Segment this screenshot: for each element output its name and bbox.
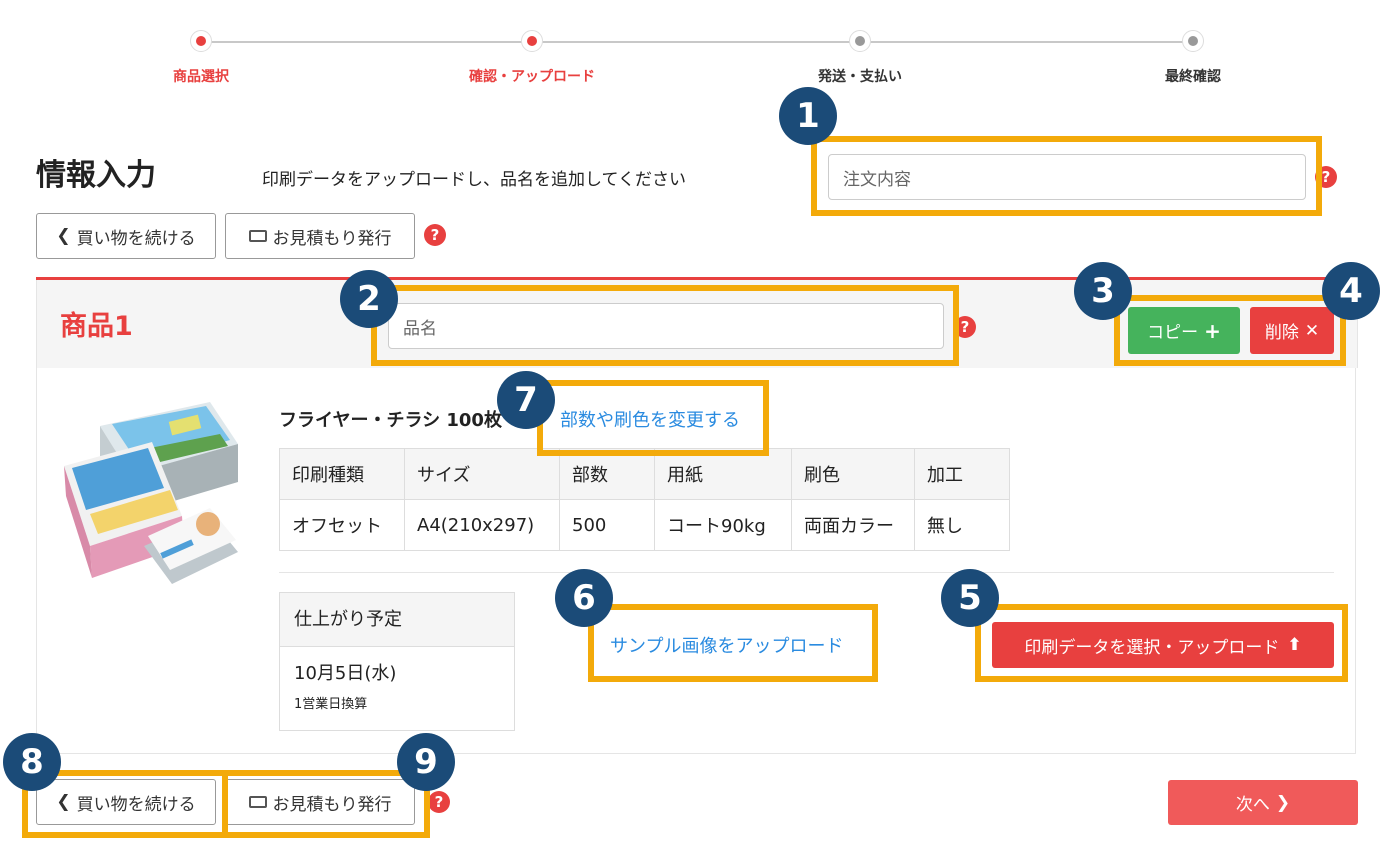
issue-estimate-label: お見積もり発行: [272, 228, 392, 249]
continue-shopping-button[interactable]: ❮ 買い物を続ける: [36, 779, 216, 825]
spec-header-cell: サイズ: [404, 448, 560, 500]
sample-image-upload-link[interactable]: サンプル画像をアップロード: [610, 636, 844, 657]
order-content-input[interactable]: 注文内容: [828, 154, 1306, 200]
highlight-frame-8-9: [22, 770, 430, 838]
chevron-right-icon: ❯: [1275, 792, 1291, 813]
copy-button[interactable]: コピー +: [1128, 307, 1240, 354]
step-dot-2: [521, 30, 543, 52]
divider: [279, 572, 1334, 573]
annotation-badge-2: 2: [340, 270, 398, 328]
page-title: 情報入力: [36, 158, 156, 193]
flyer-stack-small: [144, 508, 238, 584]
spec-value-row: オフセット A4(210x297) 500 コート90kg 両面カラー 無し: [279, 499, 1010, 551]
next-button[interactable]: 次へ ❯: [1168, 780, 1358, 825]
next-label: 次へ: [1235, 795, 1270, 815]
help-icon[interactable]: ?: [954, 316, 976, 338]
flyer-stack-front: [64, 442, 184, 578]
delete-button[interactable]: 削除 ✕: [1250, 307, 1334, 354]
annotation-badge-5: 5: [941, 569, 999, 627]
highlight-frame-2: [371, 285, 959, 366]
finish-date-box: 仕上がり予定 10月5日(水) 1営業日換算: [279, 592, 515, 731]
progress-line: [200, 41, 1193, 43]
spec-header-cell: 用紙: [654, 448, 792, 500]
spec-value-cell: 無し: [914, 499, 1010, 551]
spec-value-cell: コート90kg: [654, 499, 792, 551]
flyer-product-image: [64, 402, 238, 584]
step-label-3: 発送・支払い: [818, 69, 902, 85]
spec-header-cell: 刷色: [791, 448, 915, 500]
highlight-divider: [222, 776, 228, 832]
card-icon: [248, 230, 267, 242]
step-dot-4: [1182, 30, 1204, 52]
highlight-frame-5: [975, 604, 1348, 682]
annotation-badge-3: 3: [1074, 262, 1132, 320]
issue-estimate-button[interactable]: お見積もり発行: [225, 213, 415, 259]
product-body: [36, 368, 1356, 754]
chevron-left-icon: ❮: [56, 226, 71, 246]
highlight-frame-3-4: [1114, 295, 1346, 366]
issue-estimate-button[interactable]: お見積もり発行: [225, 779, 415, 825]
step-label-2: 確認・アップロード: [469, 69, 595, 85]
product-description: フライヤー・チラシ 100枚: [279, 410, 502, 431]
step-label-1: 商品選択: [173, 69, 229, 85]
step-dot-3: [849, 30, 871, 52]
page-subtitle: 印刷データをアップロードし、品名を追加してください: [262, 170, 686, 190]
continue-shopping-label: 買い物を続ける: [76, 228, 196, 249]
copy-label: コピー: [1147, 323, 1199, 343]
help-icon[interactable]: ?: [424, 224, 446, 246]
annotation-badge-7: 7: [497, 371, 555, 429]
annotation-badge-9: 9: [397, 733, 455, 791]
step-label-4: 最終確認: [1165, 69, 1221, 85]
plus-icon: +: [1204, 318, 1221, 343]
spec-header-row: 印刷種類 サイズ 部数 用紙 刷色 加工: [279, 448, 1010, 500]
chevron-left-icon: ❮: [56, 792, 71, 812]
continue-shopping-label: 買い物を続ける: [76, 794, 196, 815]
spec-header-cell: 印刷種類: [279, 448, 405, 500]
spec-table: 印刷種類 サイズ 部数 用紙 刷色 加工 オフセット A4(210x297) 5…: [279, 448, 1010, 551]
finish-date-note: 1営業日換算: [294, 697, 368, 712]
spec-value-cell: A4(210x297): [404, 499, 560, 551]
upload-icon: ⬆: [1287, 635, 1302, 655]
product-top-border: [36, 277, 1358, 280]
change-quantity-link[interactable]: 部数や刷色を変更する: [560, 410, 740, 431]
highlight-frame-6: [588, 604, 878, 682]
spec-header-cell: 部数: [559, 448, 655, 500]
spec-value-cell: オフセット: [279, 499, 405, 551]
upload-print-data-label: 印刷データを選択・アップロード: [1024, 637, 1280, 658]
annotation-badge-8: 8: [3, 733, 61, 791]
help-icon[interactable]: ?: [428, 791, 450, 813]
issue-estimate-label: お見積もり発行: [272, 794, 392, 815]
delete-label: 削除: [1264, 323, 1299, 343]
highlight-frame-7: [537, 380, 769, 456]
upload-print-data-button[interactable]: 印刷データを選択・アップロード ⬆: [992, 622, 1334, 668]
product-title: 商品1: [60, 311, 133, 342]
annotation-badge-1: 1: [779, 87, 837, 145]
annotation-badge-6: 6: [555, 569, 613, 627]
continue-shopping-button[interactable]: ❮ 買い物を続ける: [36, 213, 216, 259]
close-icon: ✕: [1304, 320, 1320, 341]
product-name-input[interactable]: 品名: [388, 303, 944, 349]
spec-value-cell: 500: [559, 499, 655, 551]
finish-date-header: 仕上がり予定: [280, 593, 514, 647]
card-icon: [248, 796, 267, 808]
step-dot-1: [190, 30, 212, 52]
annotation-badge-4: 4: [1322, 262, 1380, 320]
spec-value-cell: 両面カラー: [791, 499, 915, 551]
spec-header-cell: 加工: [914, 448, 1010, 500]
finish-date-value: 10月5日(水): [294, 663, 397, 684]
highlight-frame-1: [811, 136, 1322, 216]
